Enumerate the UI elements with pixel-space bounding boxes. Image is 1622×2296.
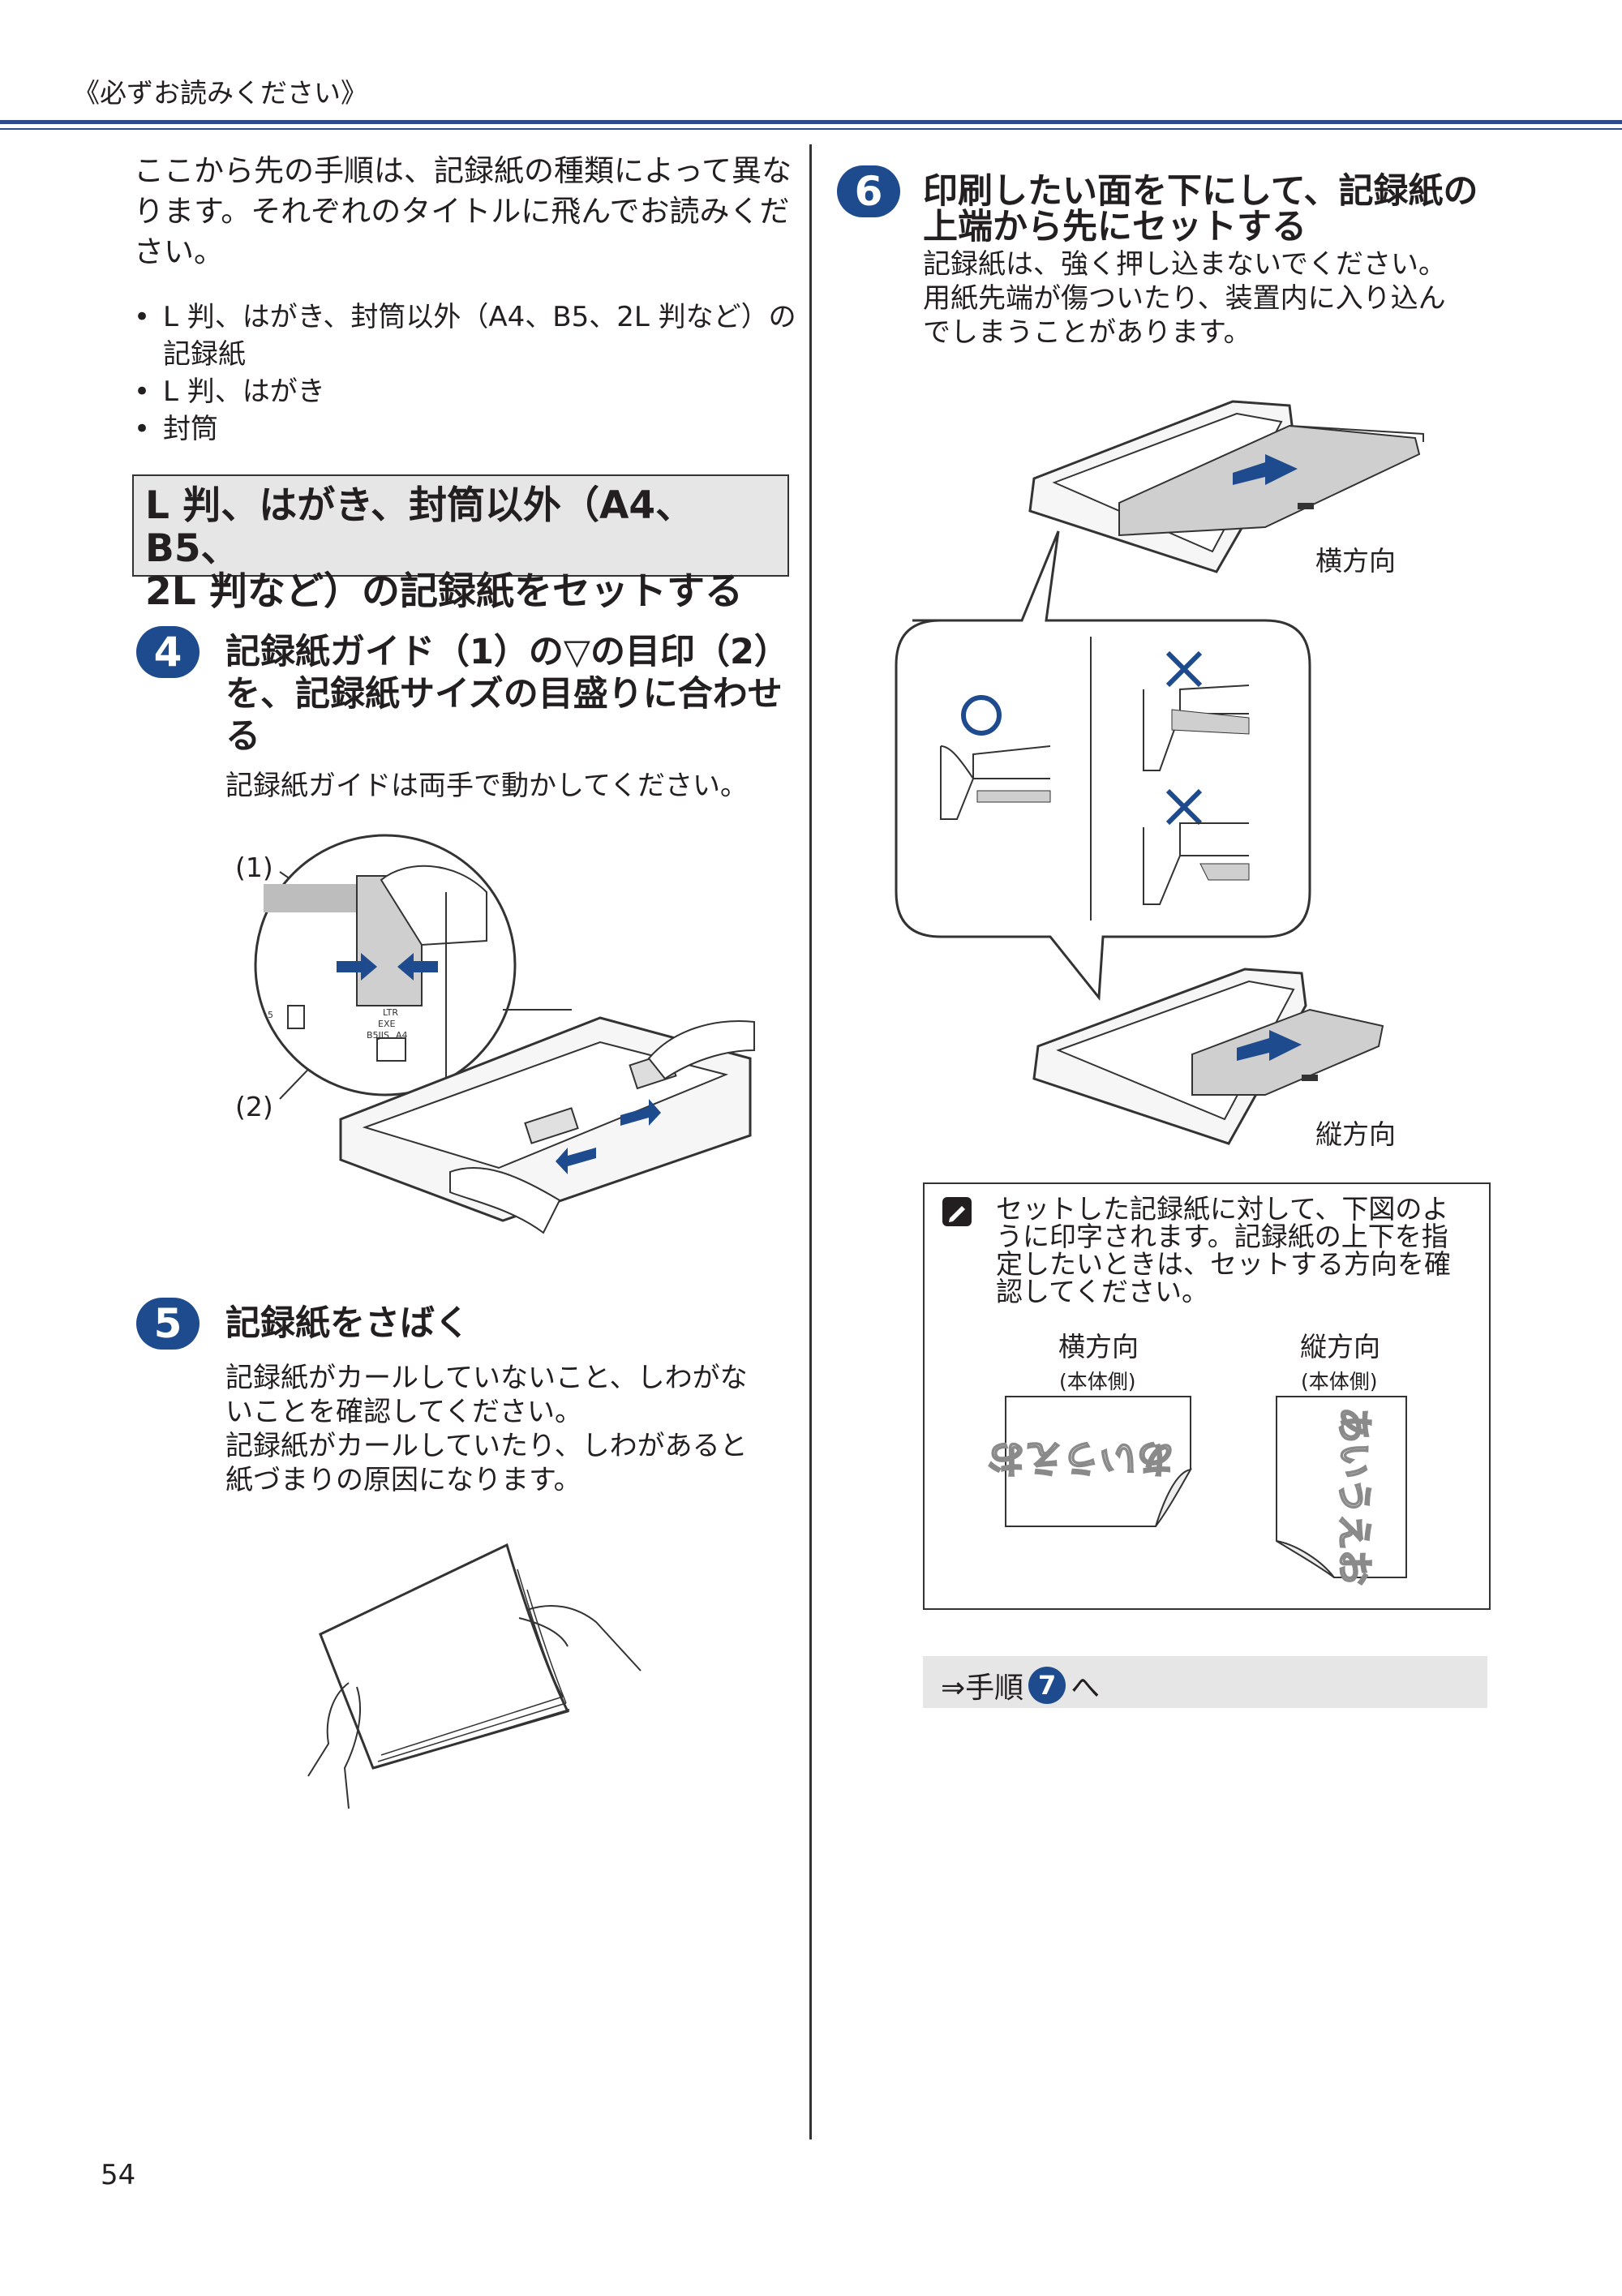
label-landscape: 横方向 [1315,545,1396,577]
header-rule-thin [0,128,1622,130]
note-text-line2: うに印字されます。記録紙の上下を指 [996,1221,1448,1252]
note-label-portrait: 縦方向 [1300,1331,1380,1363]
note-text-line4: 認してください。 [996,1276,1209,1307]
goto-step-badge: 7 [1028,1667,1066,1704]
step5-body-line3: 記録紙がカールしていたり、しわがあると [225,1430,748,1462]
step6-title: 印刷したい面を下にして、記録紙の 上端から先にセットする [923,170,1620,248]
paper-type-list: L 判、はがき、封筒以外（A4、B5、2L 判など）の記録紙 L 判、はがき 封… [134,298,807,448]
step5-body-line2: いことを確認してください。 [225,1396,582,1428]
step6-body: 記録紙は、強く押し込まないでください。 用紙先端が傷ついたり、装置内に入り込ん … [923,247,1620,350]
running-header: 《必ずお読みください》 [73,77,367,109]
page-number: 54 [101,2159,136,2191]
section-heading-line1: L 判、はがき、封筒以外（A4、B5、 [145,483,694,571]
note-body-side-landscape: (本体側) [1059,1370,1136,1393]
list-item: L 判、はがき、封筒以外（A4、B5、2L 判など）の記録紙 [134,298,807,373]
list-item: L 判、はがき [134,373,807,410]
note-text-line1: セットした記録紙に対して、下図のよ [996,1193,1449,1225]
sample-text-portrait: あいうえお [1333,1407,1375,1586]
step5-body-line4: 紙づまりの原因になります。 [225,1464,581,1496]
step4-title-line3: る [225,716,260,757]
step4-title: 記録紙ガイド（1）の▽の目印（2） を、記録紙サイズの目盛りに合わせ る [225,631,809,757]
step5-title: 記録紙をさばく [225,1303,470,1344]
intro-paragraph: ここから先の手順は、記録紙の種類によって異なります。それぞれのタイトルに飛んでお… [134,153,792,269]
label-portrait: 縦方向 [1315,1118,1396,1150]
memo-icon [942,1197,972,1226]
step6-body-line1: 記録紙は、強く押し込まないでください。 [923,248,1446,281]
note-text: セットした記録紙に対して、下図のよ うに印字されます。記録紙の上下を指 定したい… [996,1195,1474,1306]
section-heading-line2: 2L 判など）の記録紙をセットする [145,569,744,614]
scale-label-small: 5 [268,1010,273,1020]
header-rule-thick [0,120,1622,124]
sample-text-landscape: あいうえお [988,1436,1174,1480]
step6-title-line1: 印刷したい面を下にして、記録紙の [923,171,1478,212]
scale-label-ltr: LTR [383,1007,398,1018]
step-number-badge: 4 [136,626,200,678]
step-number-badge: 6 [837,165,900,217]
step4-body: 記録紙ガイドは両手で動かしてください。 [225,770,748,802]
goto-suffix: へ [1071,1672,1101,1705]
step5-body: 記録紙がカールしていないこと、しわがな いことを確認してください。 記録紙がカー… [225,1361,809,1497]
note-body-side-portrait: (本体側) [1301,1370,1378,1393]
step6-body-line3: でしまうことがあります。 [923,316,1251,349]
goto-prefix: ⇒手順 [941,1672,1024,1705]
column-divider [809,144,812,2139]
scale-label-b5: B5JIS [367,1030,389,1041]
scale-label-a4: A4 [396,1030,408,1041]
section-heading: L 判、はがき、封筒以外（A4、B5、 2L 判など）の記録紙をセットする [132,474,789,613]
step5-body-line1: 記録紙がカールしていないこと、しわがな [225,1362,748,1394]
goto-step-link[interactable]: ⇒手順 7 へ [941,1664,1100,1706]
step4-title-line1: 記録紙ガイド（1）の▽の目印（2） [225,632,789,672]
goto-bar [923,1656,1487,1708]
note-label-landscape: 横方向 [1058,1331,1139,1363]
callout-label-1: (1) [235,852,273,883]
list-item: 封筒 [134,410,807,448]
step6-title-line2: 上端から先にセットする [923,207,1307,247]
step-number-badge: 5 [136,1298,200,1350]
note-box [923,1182,1491,1610]
scale-label-exe: EXE [378,1019,395,1029]
step6-body-line2: 用紙先端が傷ついたり、装置内に入り込ん [923,282,1446,315]
callout-label-2: (2) [235,1091,273,1122]
note-text-line3: 定したいときは、セットする方向を確 [996,1248,1451,1280]
step4-title-line2: を、記録紙サイズの目盛りに合わせ [225,674,783,715]
